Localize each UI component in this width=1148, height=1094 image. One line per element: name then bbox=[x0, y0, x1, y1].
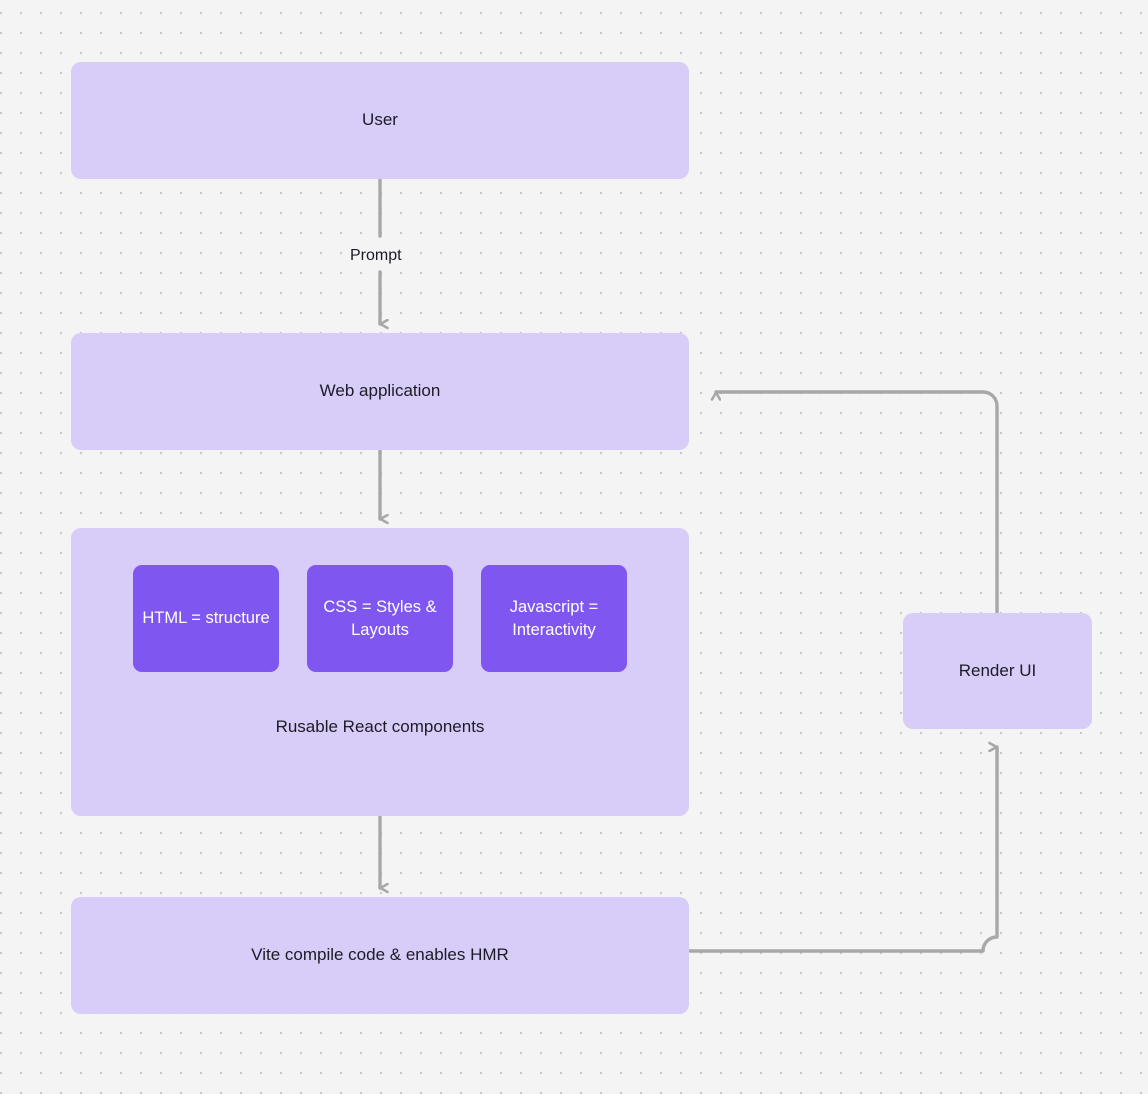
node-react-components[interactable]: HTML = structure CSS = Styles & Layouts … bbox=[71, 528, 689, 816]
node-css[interactable]: CSS = Styles & Layouts bbox=[307, 565, 453, 672]
react-components-caption: Rusable React components bbox=[275, 717, 485, 736]
node-javascript-label: Javascript = Interactivity bbox=[509, 598, 599, 639]
node-javascript[interactable]: Javascript = Interactivity bbox=[481, 565, 627, 672]
react-components-inner-row: HTML = structure CSS = Styles & Layouts … bbox=[71, 565, 689, 672]
edge-label-prompt: Prompt bbox=[345, 246, 407, 266]
node-user-label: User bbox=[362, 110, 398, 130]
edge-render-ui-to-web-application bbox=[716, 390, 999, 615]
node-render-ui-label: Render UI bbox=[958, 660, 1037, 680]
node-html-label: HTML = structure bbox=[142, 609, 270, 628]
node-user[interactable]: User bbox=[71, 62, 689, 179]
edge-vite-to-render-ui bbox=[688, 747, 999, 953]
node-vite[interactable]: Vite compile code & enables HMR bbox=[71, 897, 689, 1014]
node-css-label: CSS = Styles & Layouts bbox=[323, 598, 437, 639]
node-web-application-label: Web application bbox=[319, 381, 441, 401]
node-html[interactable]: HTML = structure bbox=[133, 565, 279, 672]
node-web-application[interactable]: Web application bbox=[71, 333, 689, 450]
node-render-ui[interactable]: Render UI bbox=[903, 613, 1092, 729]
node-vite-label: Vite compile code & enables HMR bbox=[251, 945, 509, 965]
